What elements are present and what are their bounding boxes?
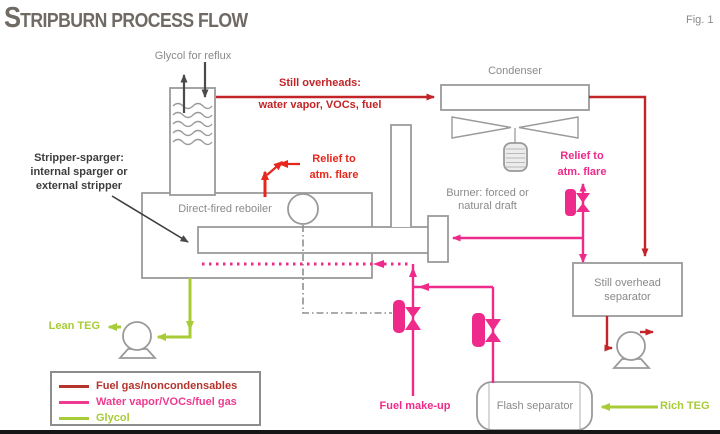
legend-line-swatch	[59, 384, 89, 388]
burner-label-2: natural draft	[458, 200, 517, 212]
legend-item: Glycol	[59, 410, 259, 426]
lean-teg-label: Lean TEG	[48, 320, 100, 332]
page-bottom-edge	[0, 430, 720, 434]
lean-teg-line	[107, 278, 194, 341]
figure-number: Fig. 1	[686, 14, 714, 26]
relief-valve-icon	[565, 189, 590, 216]
burner-label-1: Burner: forced or	[446, 187, 529, 199]
separator-label-1: Still overhead	[594, 277, 661, 289]
still-overheads-label-1: Still overheads:	[279, 77, 361, 89]
relief-flare-icon	[261, 160, 300, 197]
legend-line-swatch	[59, 400, 89, 404]
stripper-note: Stripper-sparger: internal sparger or ex…	[8, 151, 150, 193]
exhaust-stack	[390, 124, 412, 227]
stripper-column	[169, 87, 216, 196]
control-signal-line	[302, 225, 392, 314]
title-initial: S	[4, 2, 21, 34]
burner-box	[427, 215, 449, 263]
still-overhead-separator-vessel	[572, 262, 683, 317]
legend-item-label: Water vapor/VOCs/fuel gas	[96, 396, 237, 408]
title-rest: TRIPBURN PROCESS FLOW	[20, 10, 248, 32]
fuel-makeup-label: Fuel make-up	[379, 400, 451, 412]
separator-outlet-line	[604, 316, 654, 352]
firetube	[197, 226, 431, 254]
pilot-port-icon	[287, 193, 319, 225]
stripper-note-pointer	[111, 195, 189, 243]
still-overheads-line	[216, 93, 649, 257]
legend-item: Water vapor/VOCs/fuel gas	[59, 394, 259, 410]
separator-pump-icon	[611, 331, 652, 369]
condenser-label: Condenser	[488, 65, 542, 77]
flash-separator-label: Flash separator	[496, 400, 574, 412]
relief-flare-label-1: Relief to	[312, 153, 356, 165]
stripper-note-line-2: internal sparger or	[30, 166, 128, 178]
condenser-fan-icon	[451, 116, 579, 143]
reboiler-label: Direct-fired reboiler	[178, 203, 272, 215]
rich-teg-label: Rich TEG	[660, 400, 710, 412]
legend-item-label: Fuel gas/noncondensables	[96, 380, 238, 392]
condenser-motor-icon	[503, 142, 528, 172]
legend: Fuel gas/noncondensables Water vapor/VOC…	[50, 371, 261, 426]
legend-item: Fuel gas/noncondensables	[59, 378, 259, 394]
page-title: STRIPBURN PROCESS FLOW	[4, 2, 248, 35]
still-overheads-label-2: water vapor, VOCs, fuel	[258, 99, 382, 111]
relief-flare-label-4: atm. flare	[557, 166, 607, 178]
separator-label-2: separator	[604, 291, 651, 303]
condenser-vessel	[440, 84, 590, 111]
sparger-line	[202, 260, 409, 268]
relief-flare-label-2: atm. flare	[309, 169, 359, 181]
glycol-pump-icon	[117, 321, 158, 359]
relief-flare-label-3: Relief to	[560, 150, 604, 162]
stripper-note-line-3: external stripper	[35, 180, 123, 192]
stripper-note-line-1: Stripper-sparger:	[34, 152, 124, 164]
glycol-reflux-label: Glycol for reflux	[154, 50, 232, 62]
control-valve-icon	[472, 313, 501, 347]
legend-item-label: Glycol	[96, 412, 130, 424]
legend-line-swatch	[59, 416, 89, 420]
control-valve-icon	[393, 300, 421, 333]
packing-icon	[172, 102, 213, 146]
